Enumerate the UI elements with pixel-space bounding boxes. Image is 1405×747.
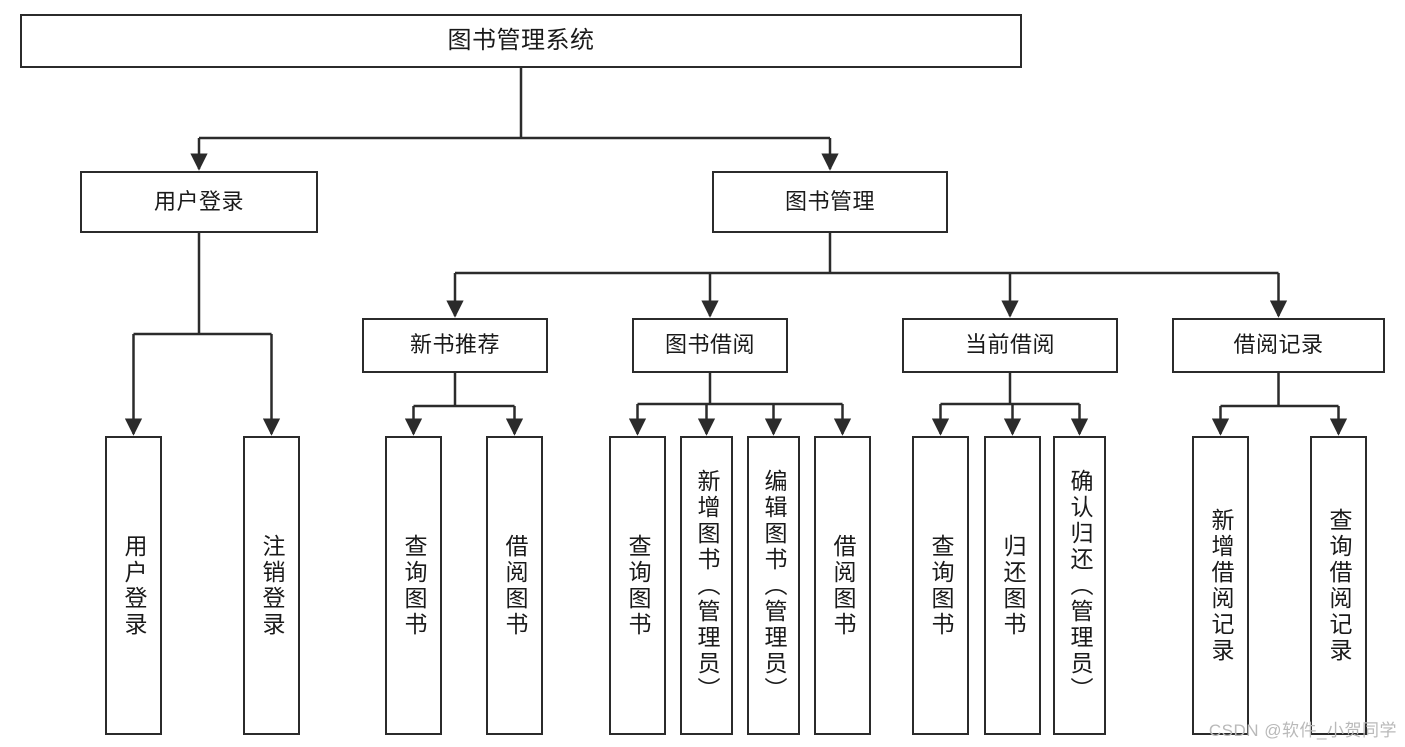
node-box-l7[interactable]: 编辑图书（管理员） <box>747 436 800 735</box>
node-label-current: 当前借阅 <box>964 332 1055 358</box>
node-label-newbook: 新书推荐 <box>409 332 500 358</box>
node-label-l7: 编辑图书（管理员） <box>761 468 787 703</box>
node-box-l1[interactable]: 用户登录 <box>105 436 162 735</box>
node-label-l3: 查询图书 <box>401 533 427 638</box>
node-label-login: 用户登录 <box>153 188 244 214</box>
node-box-record[interactable]: 借阅记录 <box>1172 318 1385 373</box>
node-label-record: 借阅记录 <box>1233 332 1324 358</box>
node-box-l8[interactable]: 借阅图书 <box>814 436 871 735</box>
node-label-borrow: 图书借阅 <box>664 332 755 358</box>
node-box-l6[interactable]: 新增图书（管理员） <box>680 436 733 735</box>
node-box-borrow[interactable]: 图书借阅 <box>632 318 788 373</box>
node-box-current[interactable]: 当前借阅 <box>902 318 1118 373</box>
node-label-bookmgmt: 图书管理 <box>784 188 875 214</box>
node-box-l4[interactable]: 借阅图书 <box>486 436 543 735</box>
node-label-l2: 注销登录 <box>259 533 285 638</box>
node-box-l13[interactable]: 查询借阅记录 <box>1310 436 1367 735</box>
node-label-l5: 查询图书 <box>625 533 651 638</box>
node-box-root[interactable]: 图书管理系统 <box>20 14 1022 68</box>
node-box-l10[interactable]: 归还图书 <box>984 436 1041 735</box>
node-label-root: 图书管理系统 <box>447 26 595 54</box>
node-label-l11: 确认归还（管理员） <box>1067 468 1093 703</box>
node-box-login[interactable]: 用户登录 <box>80 171 318 233</box>
node-box-l3[interactable]: 查询图书 <box>385 436 442 735</box>
node-label-l10: 归还图书 <box>1000 533 1026 638</box>
node-box-l9[interactable]: 查询图书 <box>912 436 969 735</box>
node-box-bookmgmt[interactable]: 图书管理 <box>712 171 948 233</box>
node-label-l12: 新增借阅记录 <box>1208 507 1234 664</box>
node-box-l11[interactable]: 确认归还（管理员） <box>1053 436 1106 735</box>
node-label-l9: 查询图书 <box>928 533 954 638</box>
node-box-newbook[interactable]: 新书推荐 <box>362 318 548 373</box>
node-box-l5[interactable]: 查询图书 <box>609 436 666 735</box>
node-box-l2[interactable]: 注销登录 <box>243 436 300 735</box>
node-label-l13: 查询借阅记录 <box>1326 507 1352 664</box>
node-label-l1: 用户登录 <box>121 533 147 638</box>
node-label-l8: 借阅图书 <box>830 533 856 638</box>
node-box-l12[interactable]: 新增借阅记录 <box>1192 436 1249 735</box>
node-label-l4: 借阅图书 <box>502 533 528 638</box>
node-label-l6: 新增图书（管理员） <box>694 468 720 703</box>
